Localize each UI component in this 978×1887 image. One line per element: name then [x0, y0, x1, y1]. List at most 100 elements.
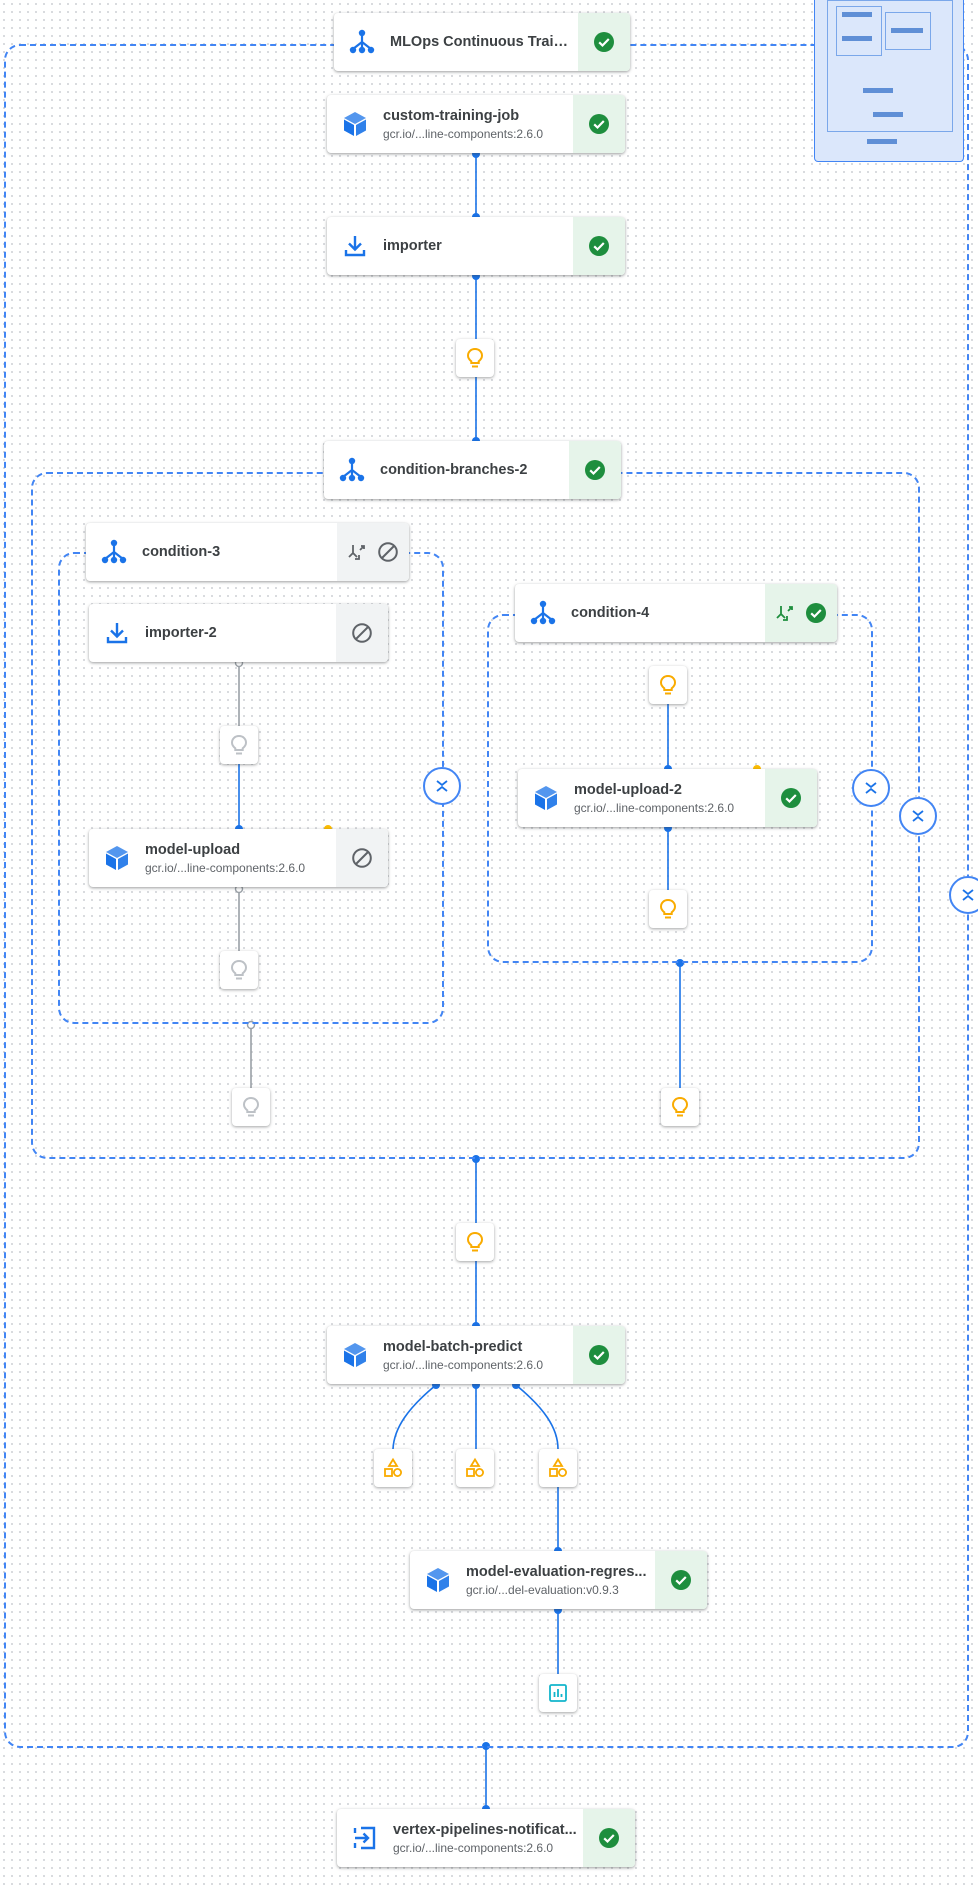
artifact-a8[interactable] — [456, 1223, 494, 1261]
node-title: condition-4 — [571, 605, 650, 621]
shapes-icon — [549, 1457, 567, 1477]
check-circle-icon — [806, 603, 826, 623]
node-title: model-evaluation-regres... — [466, 1563, 647, 1580]
status — [337, 523, 409, 581]
node-subtitle: gcr.io/...del-evaluation:v0.9.3 — [466, 1582, 619, 1597]
node-model-upload-2[interactable]: model-upload-2 gcr.io/...line-components… — [518, 769, 817, 827]
check-circle-icon — [589, 1345, 609, 1365]
node-vertex-pipelines-notification[interactable]: vertex-pipelines-notificat... gcr.io/...… — [337, 1809, 635, 1867]
collapse-icon — [436, 780, 448, 792]
node-importer-2[interactable]: importer-2 — [89, 604, 388, 662]
node-subtitle: gcr.io/...line-components:2.6.0 — [383, 1357, 544, 1372]
cube-icon — [410, 1566, 466, 1594]
artifact-a1[interactable] — [456, 339, 494, 377]
collapse-pipeline-root-button[interactable] — [949, 876, 978, 914]
collapse-condition-4-button[interactable] — [852, 769, 890, 807]
collapse-condition-branches-2-button[interactable] — [899, 797, 937, 835]
artifact-a7[interactable] — [661, 1088, 699, 1126]
node-model-upload[interactable]: model-upload gcr.io/...line-components:2… — [89, 829, 388, 887]
download-icon — [327, 233, 383, 259]
branch-icon — [776, 606, 793, 621]
metrics-icon — [549, 1684, 567, 1702]
minimap-subgroup-outline — [836, 6, 882, 56]
minimap-subgroup-outline — [885, 12, 931, 50]
artifact-a2[interactable] — [220, 726, 258, 764]
node-importer[interactable]: importer — [327, 217, 625, 275]
lightbulb-icon — [659, 898, 677, 919]
node-title: importer — [383, 238, 442, 254]
status — [573, 217, 625, 275]
node-title: custom-training-job — [383, 107, 520, 124]
node-title: condition-branches-2 — [380, 462, 528, 478]
artifact-a11[interactable] — [539, 1449, 577, 1487]
node-subtitle: gcr.io/...line-components:2.6.0 — [574, 800, 735, 815]
artifact-a10[interactable] — [456, 1449, 494, 1487]
node-model-batch-predict[interactable]: model-batch-predict gcr.io/...line-compo… — [327, 1326, 625, 1384]
node-condition-branches-2[interactable]: condition-branches-2 — [324, 441, 621, 499]
node-condition-3[interactable]: condition-3 — [86, 523, 409, 581]
check-circle-icon — [585, 460, 605, 480]
artifact-a5[interactable] — [649, 666, 687, 704]
check-circle-icon — [589, 114, 609, 134]
check-circle-icon — [599, 1828, 619, 1848]
node-condition-4[interactable]: condition-4 — [515, 584, 837, 642]
minimap-node — [873, 112, 903, 117]
collapse-condition-3-button[interactable] — [423, 767, 461, 805]
minimap-node — [842, 12, 872, 17]
lightbulb-icon — [466, 1231, 484, 1252]
cube-icon — [327, 110, 383, 138]
minimap-node — [863, 88, 893, 93]
node-title: vertex-pipelines-notificat... — [393, 1821, 577, 1838]
node-subtitle: gcr.io/...line-components:2.6.0 — [393, 1840, 554, 1855]
minimap-node — [891, 28, 923, 33]
lightbulb-icon — [659, 674, 677, 695]
exit-icon — [337, 1824, 393, 1852]
node-title: model-batch-predict — [383, 1338, 523, 1355]
node-title: importer-2 — [145, 625, 217, 641]
status — [583, 1809, 635, 1867]
artifact-a6[interactable] — [649, 890, 687, 928]
node-model-evaluation-regression[interactable]: model-evaluation-regres... gcr.io/...del… — [410, 1551, 707, 1609]
lightbulb-icon — [671, 1096, 689, 1117]
cube-icon — [518, 784, 574, 812]
check-circle-icon — [594, 32, 614, 52]
skipped-icon — [352, 623, 372, 643]
status — [765, 769, 817, 827]
shapes-icon — [384, 1457, 402, 1477]
node-title: model-upload — [145, 841, 241, 858]
node-title: model-upload-2 — [574, 781, 682, 798]
collapse-icon — [865, 782, 877, 794]
pipeline-icon — [334, 27, 390, 57]
status — [765, 584, 837, 642]
pipeline-icon — [515, 598, 571, 628]
node-pipeline-root[interactable]: MLOps Continuous Traini... — [334, 13, 630, 71]
check-circle-icon — [781, 788, 801, 808]
artifact-a4[interactable] — [232, 1088, 270, 1126]
pipeline-icon — [324, 455, 380, 485]
status — [336, 604, 388, 662]
status — [573, 95, 625, 153]
shapes-icon — [466, 1457, 484, 1477]
check-circle-icon — [671, 1570, 691, 1590]
node-title: condition-3 — [142, 544, 221, 560]
lightbulb-icon — [230, 959, 248, 980]
collapse-icon — [962, 889, 974, 901]
node-custom-training-job[interactable]: custom-training-job gcr.io/...line-compo… — [327, 95, 625, 153]
minimap[interactable] — [814, 0, 964, 162]
cube-icon — [327, 1341, 383, 1369]
cube-icon — [89, 844, 145, 872]
minimap-group-outline — [827, 0, 953, 132]
artifact-a3[interactable] — [220, 951, 258, 989]
status — [578, 13, 630, 71]
check-circle-icon — [589, 236, 609, 256]
skipped-icon — [378, 542, 398, 562]
pipeline-icon — [86, 537, 142, 567]
artifact-a9[interactable] — [374, 1449, 412, 1487]
node-subtitle: gcr.io/...line-components:2.6.0 — [383, 126, 544, 141]
download-icon — [89, 620, 145, 646]
status — [573, 1326, 625, 1384]
skipped-icon — [352, 848, 372, 868]
artifact-a12[interactable] — [539, 1674, 577, 1712]
node-title: MLOps Continuous Traini... — [390, 34, 572, 50]
